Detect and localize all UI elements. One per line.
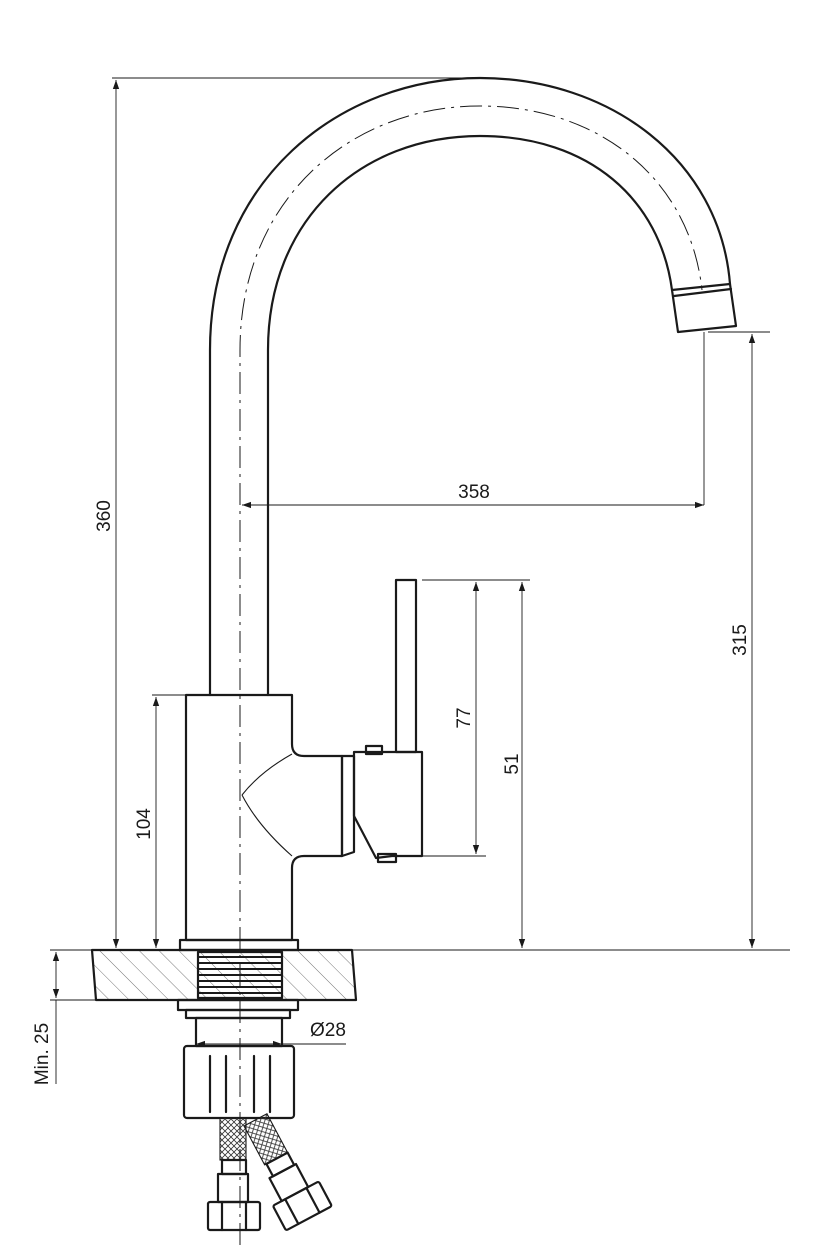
dim-spout-clearance: 315 xyxy=(730,624,751,656)
dim-lever-height-upper: 77 xyxy=(454,707,475,728)
supply-hose-left xyxy=(206,1117,262,1232)
dim-total-height: 360 xyxy=(94,500,115,532)
faucet-body xyxy=(184,693,344,942)
supply-hose-right xyxy=(243,1113,333,1231)
base-ring xyxy=(178,938,300,952)
swan-neck-spout xyxy=(208,76,738,697)
dim-lever-height-lower: 51 xyxy=(502,753,523,774)
extension-lines xyxy=(50,77,770,1045)
dim-spout-reach: 358 xyxy=(458,482,490,503)
mounting-nut xyxy=(176,998,300,1120)
center-lines xyxy=(239,105,703,1245)
countertop xyxy=(90,948,790,1002)
dim-body-height: 104 xyxy=(134,808,155,840)
dimension-lines xyxy=(52,80,756,1084)
dim-min-counter-thickness: Min. 25 xyxy=(32,1023,53,1085)
dim-thread-diameter: Ø28 xyxy=(310,1020,346,1041)
lever-handle xyxy=(340,578,424,864)
